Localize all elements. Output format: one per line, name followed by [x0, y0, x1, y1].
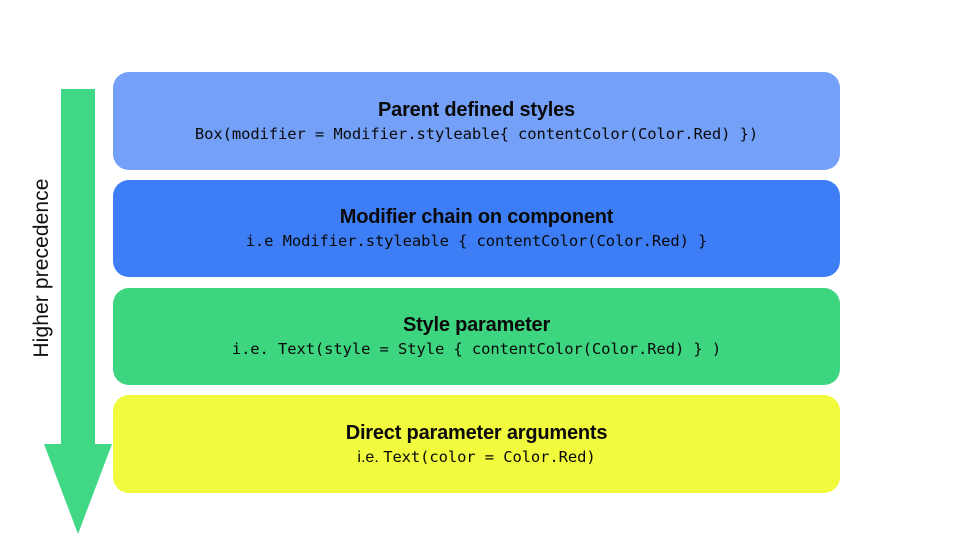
down-arrow-icon: [44, 89, 112, 534]
precedence-bar-parent-defined-styles[interactable]: Parent defined styles Box(modifier = Mod…: [113, 72, 840, 170]
bar-title: Parent defined styles: [378, 98, 575, 121]
bar-code-snippet: i.e. Text(color = Color.Red): [357, 448, 595, 468]
bar-title: Modifier chain on component: [339, 206, 614, 229]
precedence-bar-direct-parameter-arguments[interactable]: Direct parameter arguments i.e. Text(col…: [113, 395, 840, 493]
bar-code-expression: Text(color = Color.Red): [383, 447, 596, 466]
precedence-bar-modifier-chain[interactable]: Modifier chain on component i.e Modifier…: [113, 180, 840, 277]
precedence-bar-stack: Parent defined styles Box(modifier = Mod…: [113, 72, 840, 493]
bar-code-snippet: i.e. Text(style = Style { contentColor(C…: [231, 340, 722, 359]
bar-code-snippet: i.e Modifier.styleable { contentColor(Co…: [245, 232, 708, 251]
bar-code-prefix: i.e.: [357, 448, 384, 466]
bar-title: Direct parameter arguments: [345, 421, 608, 444]
precedence-bar-style-parameter[interactable]: Style parameter i.e. Text(style = Style …: [113, 288, 840, 385]
bar-title: Style parameter: [402, 314, 551, 337]
bar-code-snippet: Box(modifier = Modifier.styleable{ conte…: [194, 124, 759, 143]
precedence-axis: Higher precedence: [0, 60, 112, 534]
